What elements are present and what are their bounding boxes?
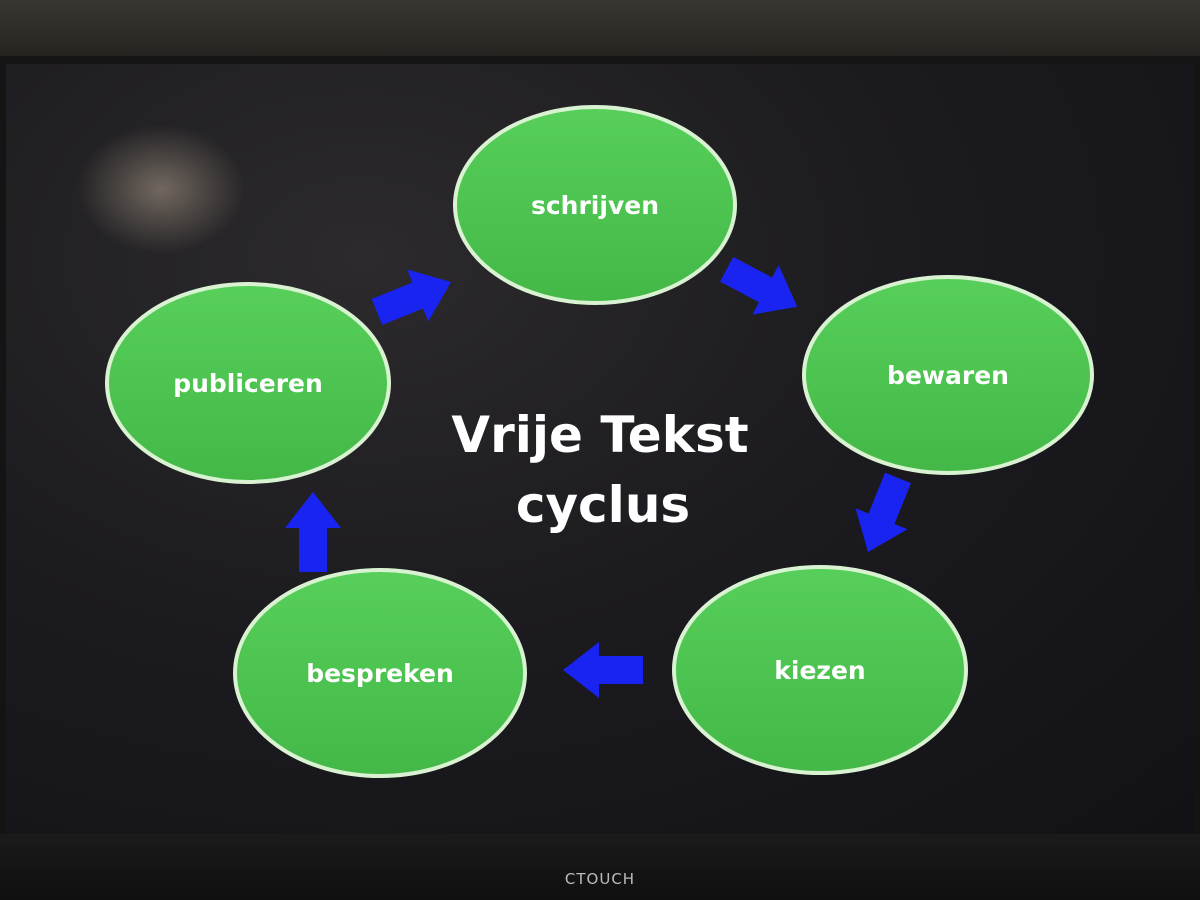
arrow-schrijven-to-bewaren [713, 244, 811, 332]
light-glare [76, 124, 246, 254]
diagram-title-line1: Vrije Tekst [451, 406, 748, 464]
node-bespreken: bespreken [233, 568, 527, 778]
node-label-bespreken: bespreken [306, 659, 454, 688]
node-publiceren: publiceren [105, 282, 391, 484]
arrow-bespreken-to-publiceren [285, 492, 341, 572]
arrow-bewaren-to-kiezen [842, 467, 924, 563]
monitor-bottom-bezel [0, 834, 1200, 900]
node-kiezen: kiezen [672, 565, 968, 775]
diagram-title-line2: cyclus [516, 476, 690, 534]
node-schrijven: schrijven [453, 105, 737, 305]
node-label-schrijven: schrijven [531, 191, 659, 220]
node-label-publiceren: publiceren [173, 369, 323, 398]
arrow-kiezen-to-bespreken [563, 642, 643, 698]
node-bewaren: bewaren [802, 275, 1094, 475]
monitor-brand-logo: CTOUCH [564, 870, 636, 888]
wall-background [0, 0, 1200, 60]
node-label-kiezen: kiezen [774, 656, 865, 685]
arrow-publiceren-to-schrijven [366, 256, 462, 338]
node-label-bewaren: bewaren [887, 361, 1009, 390]
